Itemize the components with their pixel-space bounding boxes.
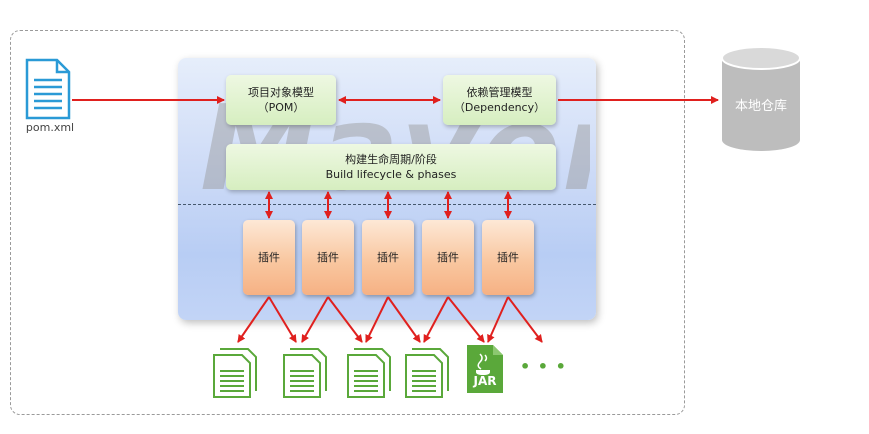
pom-model-box: 项目对象模型 （POM） <box>226 75 336 125</box>
document-icon <box>405 348 449 398</box>
lifecycle-subtitle: Build lifecycle & phases <box>325 168 457 181</box>
document-icon <box>283 348 327 398</box>
dependency-model-title: 依赖管理模型 <box>466 86 533 99</box>
lifecycle-box: 构建生命周期/阶段 Build lifecycle & phases <box>226 144 556 190</box>
plugin-box: 插件 <box>302 220 354 295</box>
local-repository-label: 本地仓库 <box>734 99 787 114</box>
plugin-label: 插件 <box>377 251 399 264</box>
pom-xml-label: pom.xml <box>25 121 75 134</box>
document-icon <box>347 348 391 398</box>
plugin-box: 插件 <box>422 220 474 295</box>
plugin-label: 插件 <box>497 251 519 264</box>
jar-shape-icon <box>467 345 503 393</box>
dependency-model-box: 依赖管理模型 （Dependency） <box>443 75 556 125</box>
plugin-label: 插件 <box>317 251 339 264</box>
outer-dashed-frame <box>10 30 685 415</box>
panel-divider <box>178 204 596 205</box>
lifecycle-title: 构建生命周期/阶段 <box>345 153 437 166</box>
xml-file-icon <box>25 58 71 120</box>
database-cylinder-icon <box>721 46 801 151</box>
pom-model-title: 项目对象模型 <box>248 86 314 99</box>
plugin-box: 插件 <box>482 220 534 295</box>
plugin-box: 插件 <box>362 220 414 295</box>
pom-model-subtitle: （POM） <box>257 101 305 114</box>
more-outputs-indicator: • • • <box>520 357 567 376</box>
jar-label: JAR <box>473 374 497 388</box>
jar-file-icon: JAR <box>466 344 504 394</box>
dependency-model-subtitle: （Dependency） <box>453 101 546 114</box>
plugin-box: 插件 <box>243 220 295 295</box>
document-icon <box>213 348 257 398</box>
plugin-label: 插件 <box>437 251 459 264</box>
plugin-label: 插件 <box>258 251 280 264</box>
